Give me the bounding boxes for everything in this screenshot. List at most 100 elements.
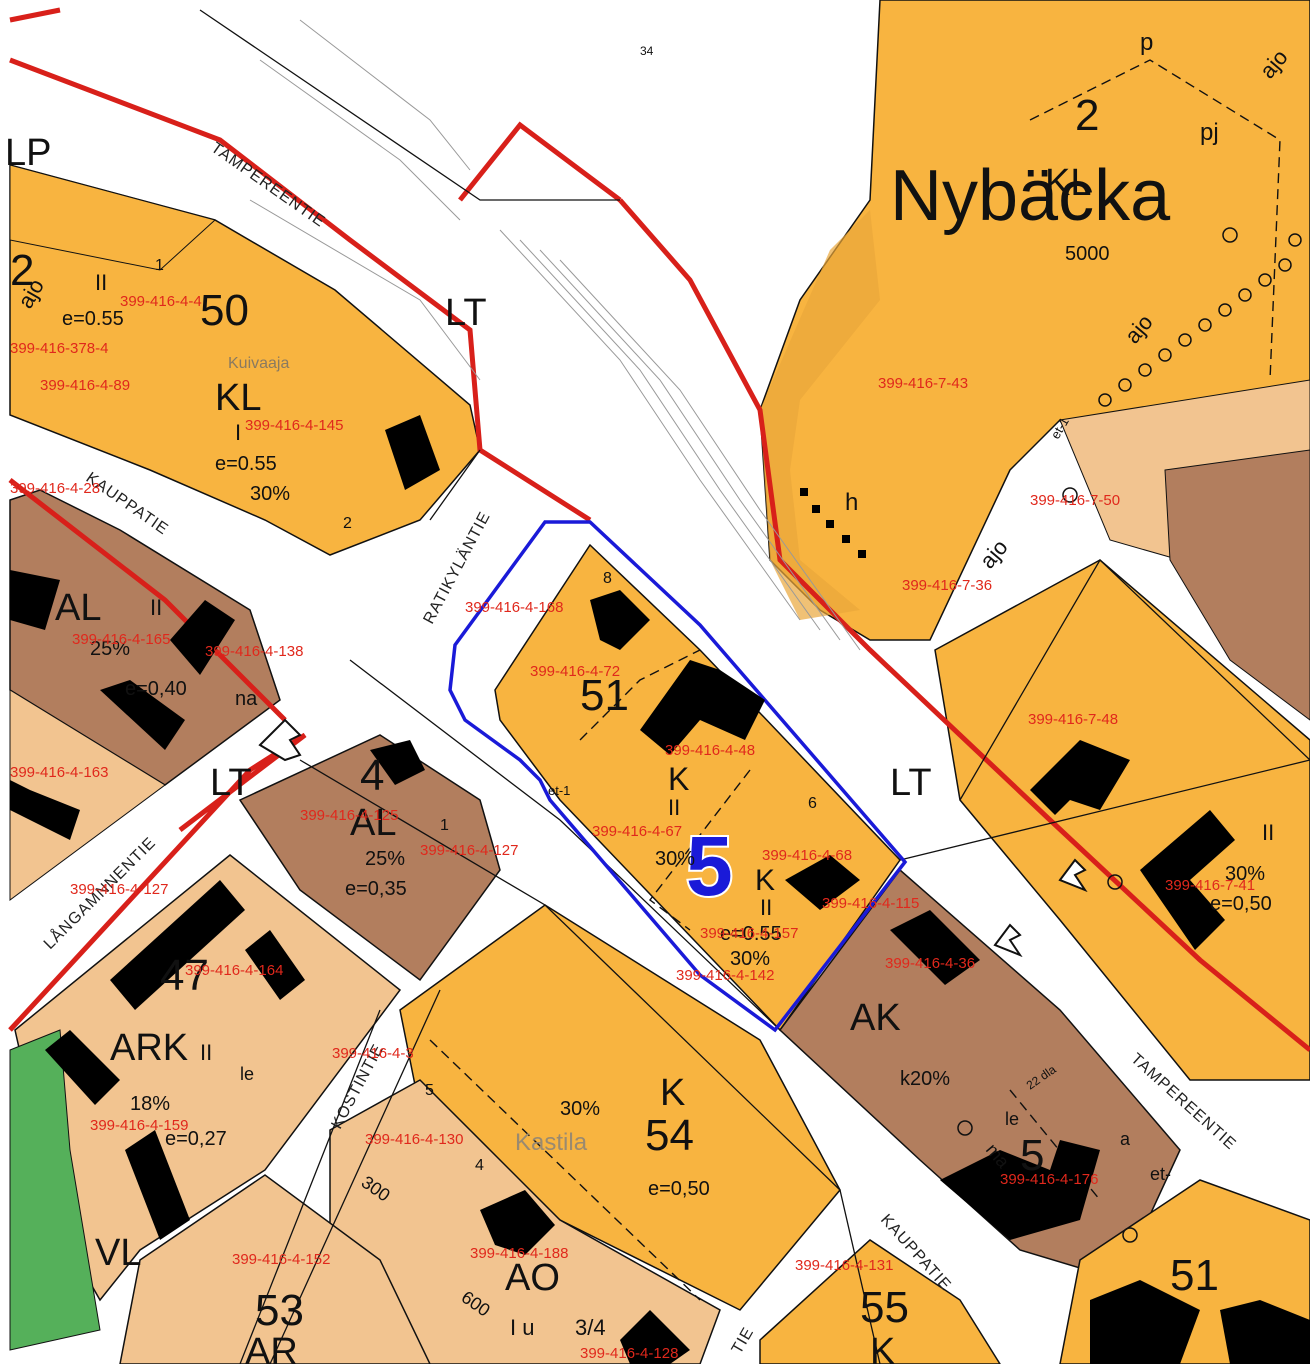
building	[110, 880, 245, 1010]
place-kastila: Kastila	[515, 1129, 588, 1156]
building	[370, 740, 425, 785]
parcel-id[interactable]: 399-416-4-142	[676, 967, 774, 984]
parcel-id[interactable]: 399-416-7-43	[878, 375, 968, 392]
zone-label-k-54: K	[660, 1072, 685, 1114]
block-55: 55	[860, 1283, 909, 1332]
annotation: 18%	[130, 1093, 170, 1115]
zone-brown-northeast	[1164, 449, 1310, 721]
parcel-id[interactable]: 399-416-4-164	[185, 962, 283, 979]
site-number[interactable]: 5	[684, 817, 735, 915]
annotation: pj	[1200, 119, 1219, 146]
parcel-id[interactable]: 399-416-4-125	[300, 807, 398, 824]
parcel-id[interactable]: 399-416-378-4	[10, 340, 108, 357]
zone-k-55[interactable]	[759, 1239, 1001, 1364]
annotation: e=0.55	[62, 308, 124, 330]
parcel-id[interactable]: 399-416-4-89	[40, 377, 130, 394]
block-50: 50	[200, 286, 249, 335]
parcel-id[interactable]: 399-416-4-157	[700, 925, 798, 942]
zone-label-ar: AR	[245, 1331, 298, 1364]
block-4-mid: 4	[360, 751, 384, 800]
building	[858, 550, 866, 558]
zone-label-k-site: K	[668, 761, 689, 797]
road-edge-7	[239, 1009, 381, 1364]
lot-line-3	[1029, 59, 1281, 381]
annotation: et-1	[548, 783, 570, 798]
parcel-id[interactable]: 399-416-4-48	[665, 742, 755, 759]
zone-label-al-mid: AL	[350, 802, 396, 844]
annotation: I u	[510, 1315, 534, 1340]
block-51: 51	[580, 671, 629, 720]
annotation: 2	[343, 515, 352, 532]
parcel-id[interactable]: 399-416-4-163	[10, 764, 108, 781]
block-51-southeast: 51	[1170, 1251, 1219, 1300]
parcel-id[interactable]: 399-416-4-72	[530, 663, 620, 680]
parcel-id[interactable]: 399-416-4-159	[90, 1117, 188, 1134]
road-edge-8	[269, 989, 441, 1364]
parcel-id[interactable]: 399-416-4-138	[205, 643, 303, 660]
parcel-id[interactable]: 399-416-4-168	[465, 599, 563, 616]
parcel-id[interactable]: 399-416-4-127	[420, 842, 518, 859]
parcel-id[interactable]: 399-416-4-188	[470, 1245, 568, 1262]
parcel-id[interactable]: 399-416-4-176	[1000, 1171, 1098, 1188]
parcel-id[interactable]: 399-416-4-127	[70, 881, 168, 898]
annotation: le	[240, 1064, 254, 1084]
parcel-id[interactable]: 399-416-4-3	[332, 1045, 414, 1062]
parcel-id[interactable]: 399-416-4-4	[120, 293, 202, 310]
parcel-id[interactable]: 399-416-4-67	[592, 823, 682, 840]
lot-line-1	[579, 649, 701, 741]
zone-label-lt-east: LT	[890, 762, 932, 804]
zone-label-ark: ARK	[110, 1027, 188, 1069]
parcel-id[interactable]: 399-416-4-152	[232, 1251, 330, 1268]
boundary-kauppatie	[8, 478, 287, 722]
zone-kl-northeast[interactable]	[759, 0, 1310, 641]
building	[842, 535, 850, 543]
parcel-id[interactable]: 399-416-7-48	[1028, 711, 1118, 728]
building	[1140, 810, 1235, 950]
parcel-id[interactable]: 399-416-4-36	[885, 955, 975, 972]
site-5-boundary[interactable]	[448, 520, 908, 1033]
zone-ar[interactable]	[119, 1174, 431, 1364]
zone-label-kl-northeast: KL	[1045, 162, 1091, 204]
parcel-id[interactable]: 399-416-4-131	[795, 1257, 893, 1274]
annotation: II	[760, 895, 772, 920]
road-edge-5	[899, 759, 1310, 861]
block-2-northeast: 2	[1075, 91, 1099, 140]
annotation: 30%	[730, 948, 770, 970]
road-edge-4	[299, 759, 881, 1364]
annotation: 1	[440, 817, 449, 834]
zone-k-northeast-lower[interactable]	[934, 559, 1310, 1081]
building	[45, 1030, 120, 1105]
arrow-icon	[258, 718, 302, 762]
parcel-id[interactable]: 399-416-4-128	[580, 1345, 678, 1362]
zone-vl-green[interactable]	[9, 1029, 101, 1351]
road-edge-2	[429, 449, 481, 521]
zone-label-lp: LP	[5, 132, 51, 174]
annotation: a	[1120, 1129, 1131, 1149]
annotation: 5	[425, 1082, 434, 1099]
annotation: II	[95, 270, 107, 295]
zone-label-k-site-b: K	[755, 864, 775, 897]
zone-al-mid[interactable]	[238, 734, 501, 982]
lot-line-2	[649, 769, 751, 931]
parcel-id[interactable]: 399-416-4-130	[365, 1131, 463, 1148]
building	[890, 910, 980, 985]
parcel-id[interactable]: 399-416-4-165	[72, 631, 170, 648]
annotation: et-	[1150, 1164, 1171, 1184]
building	[100, 680, 185, 750]
zone-strip-northwest	[9, 164, 217, 271]
building	[620, 1310, 690, 1364]
building	[10, 780, 80, 840]
parcel-id[interactable]: 399-416-7-50	[1030, 492, 1120, 509]
boundary-tampereentie-south	[618, 198, 1310, 1052]
parcel-id[interactable]: 399-416-4-28	[10, 480, 100, 497]
parcel-id[interactable]: 399-416-4-115	[822, 895, 919, 912]
annotation: 30%	[250, 483, 290, 505]
parcel-id[interactable]: 399-416-7-41	[1165, 877, 1255, 894]
building	[10, 570, 60, 630]
parcel-id[interactable]: 399-416-7-36	[902, 577, 992, 594]
building	[1030, 740, 1130, 815]
road-edge-1	[199, 9, 620, 201]
parcel-id[interactable]: 399-416-4-68	[762, 847, 852, 864]
parcel-id[interactable]: 399-416-4-145	[245, 417, 343, 434]
